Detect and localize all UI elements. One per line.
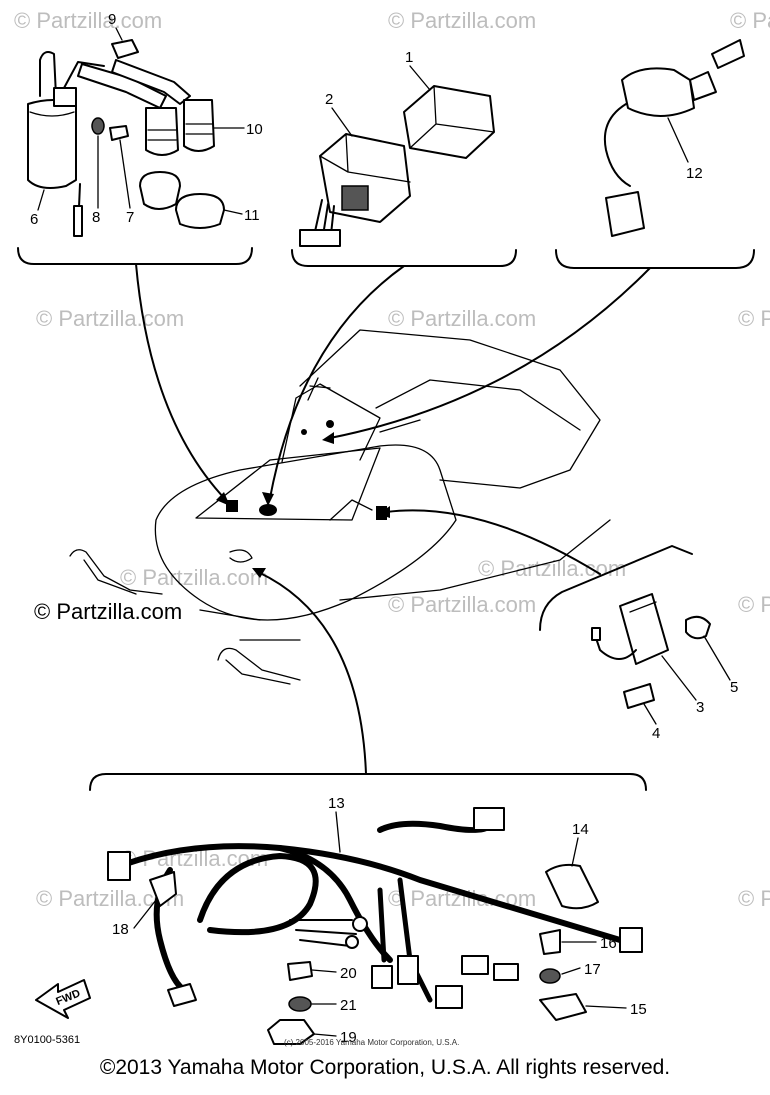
callout-15: 15 xyxy=(630,1001,647,1018)
harness-connector xyxy=(107,851,131,881)
ignition-coil-group xyxy=(27,39,225,237)
wire-harness-group xyxy=(107,807,643,1045)
leader-cdi xyxy=(269,265,405,499)
callout-9: 9 xyxy=(108,11,116,28)
callout-21: 21 xyxy=(340,997,357,1014)
part-code: 8Y0100-5361 xyxy=(14,1034,81,1046)
boot xyxy=(175,193,225,229)
callout-labels: 1 2 3 4 5 6 7 8 9 10 11 12 13 14 15 16 1… xyxy=(30,11,738,1046)
main-switch-group xyxy=(604,39,745,237)
snowmobile-outline xyxy=(69,329,611,685)
callout-14: 14 xyxy=(572,821,589,838)
sleeve xyxy=(545,863,599,910)
watermark: © Partzilla.com xyxy=(738,886,770,911)
wire-harness xyxy=(117,843,623,943)
bracket-main-switch xyxy=(555,249,755,269)
fwd-arrow: FWD xyxy=(35,979,91,1019)
callout-3: 3 xyxy=(696,699,704,716)
washer xyxy=(91,117,105,135)
harness-washer xyxy=(539,968,561,984)
callout-13: 13 xyxy=(328,795,345,812)
callout-11: 11 xyxy=(244,207,260,224)
callout-17: 17 xyxy=(584,961,601,978)
harness-connector xyxy=(473,807,505,831)
leader-lines xyxy=(135,263,651,775)
bracket-wire-harness xyxy=(89,773,647,791)
harness-bolt xyxy=(539,929,561,955)
watermark: © Partzilla.com xyxy=(388,592,536,617)
small-copyright: (c) 2005-2016 Yamaha Motor Corporation, … xyxy=(284,1038,460,1047)
harness-connector xyxy=(435,985,463,1009)
callout-8: 8 xyxy=(92,209,100,226)
harness-connector xyxy=(619,927,643,953)
key xyxy=(711,39,745,69)
regulator xyxy=(619,593,669,665)
callout-7: 7 xyxy=(126,209,134,226)
callout-5: 5 xyxy=(730,679,738,696)
group-brackets xyxy=(17,247,755,791)
bolt-20 xyxy=(287,961,313,981)
harness-connector xyxy=(371,965,393,989)
plug-cap xyxy=(145,107,179,156)
switch-connector xyxy=(605,191,645,237)
leader-switch xyxy=(329,267,651,439)
callout-10: 10 xyxy=(246,121,263,138)
callout-18: 18 xyxy=(112,921,129,938)
ignition-coil xyxy=(27,99,77,189)
watermark: © Partzilla.com xyxy=(388,306,536,331)
bracket-regulator xyxy=(539,545,693,631)
bracket-ignition-coil xyxy=(17,247,253,265)
callout-4: 4 xyxy=(652,725,660,742)
watermark: © Partzilla.com xyxy=(36,306,184,331)
watermark: © Partzilla.com xyxy=(478,556,626,581)
nut xyxy=(685,615,711,640)
harness-clamp xyxy=(539,993,587,1021)
callout-2: 2 xyxy=(325,91,333,108)
cdi-group xyxy=(299,85,495,247)
regulator-bolt xyxy=(623,683,655,709)
leader-harness xyxy=(257,571,367,775)
washer-21 xyxy=(288,996,312,1012)
callout-16: 16 xyxy=(600,935,617,952)
cdi-unit xyxy=(403,85,495,159)
bolt xyxy=(109,125,129,141)
callout-1: 1 xyxy=(405,49,413,66)
callout-6: 6 xyxy=(30,211,38,228)
grommet xyxy=(139,171,181,210)
watermark-dark: © Partzilla.com xyxy=(34,599,182,624)
leader-coil xyxy=(135,263,227,501)
callout-20: 20 xyxy=(340,965,357,982)
bracket-cdi xyxy=(291,249,517,267)
harness-connector xyxy=(397,955,419,985)
main-switch xyxy=(621,67,695,117)
copyright-notice: ©2013 Yamaha Motor Corporation, U.S.A. A… xyxy=(99,1056,671,1079)
callout-19: 19 xyxy=(340,1029,357,1046)
watermark: © Partzilla.com xyxy=(120,565,268,590)
leader-regulator xyxy=(385,509,601,575)
watermark: © Partzilla.com xyxy=(14,8,162,33)
clamp xyxy=(111,39,139,59)
callout-12: 12 xyxy=(686,165,703,182)
harness-tie xyxy=(149,871,177,907)
regulator-group xyxy=(591,593,711,709)
watermark: © Partzilla.com xyxy=(738,306,770,331)
watermark: © Partzilla.com xyxy=(388,8,536,33)
watermark: © Partzilla.com xyxy=(738,592,770,617)
watermark: © Partzilla.com xyxy=(730,8,770,33)
